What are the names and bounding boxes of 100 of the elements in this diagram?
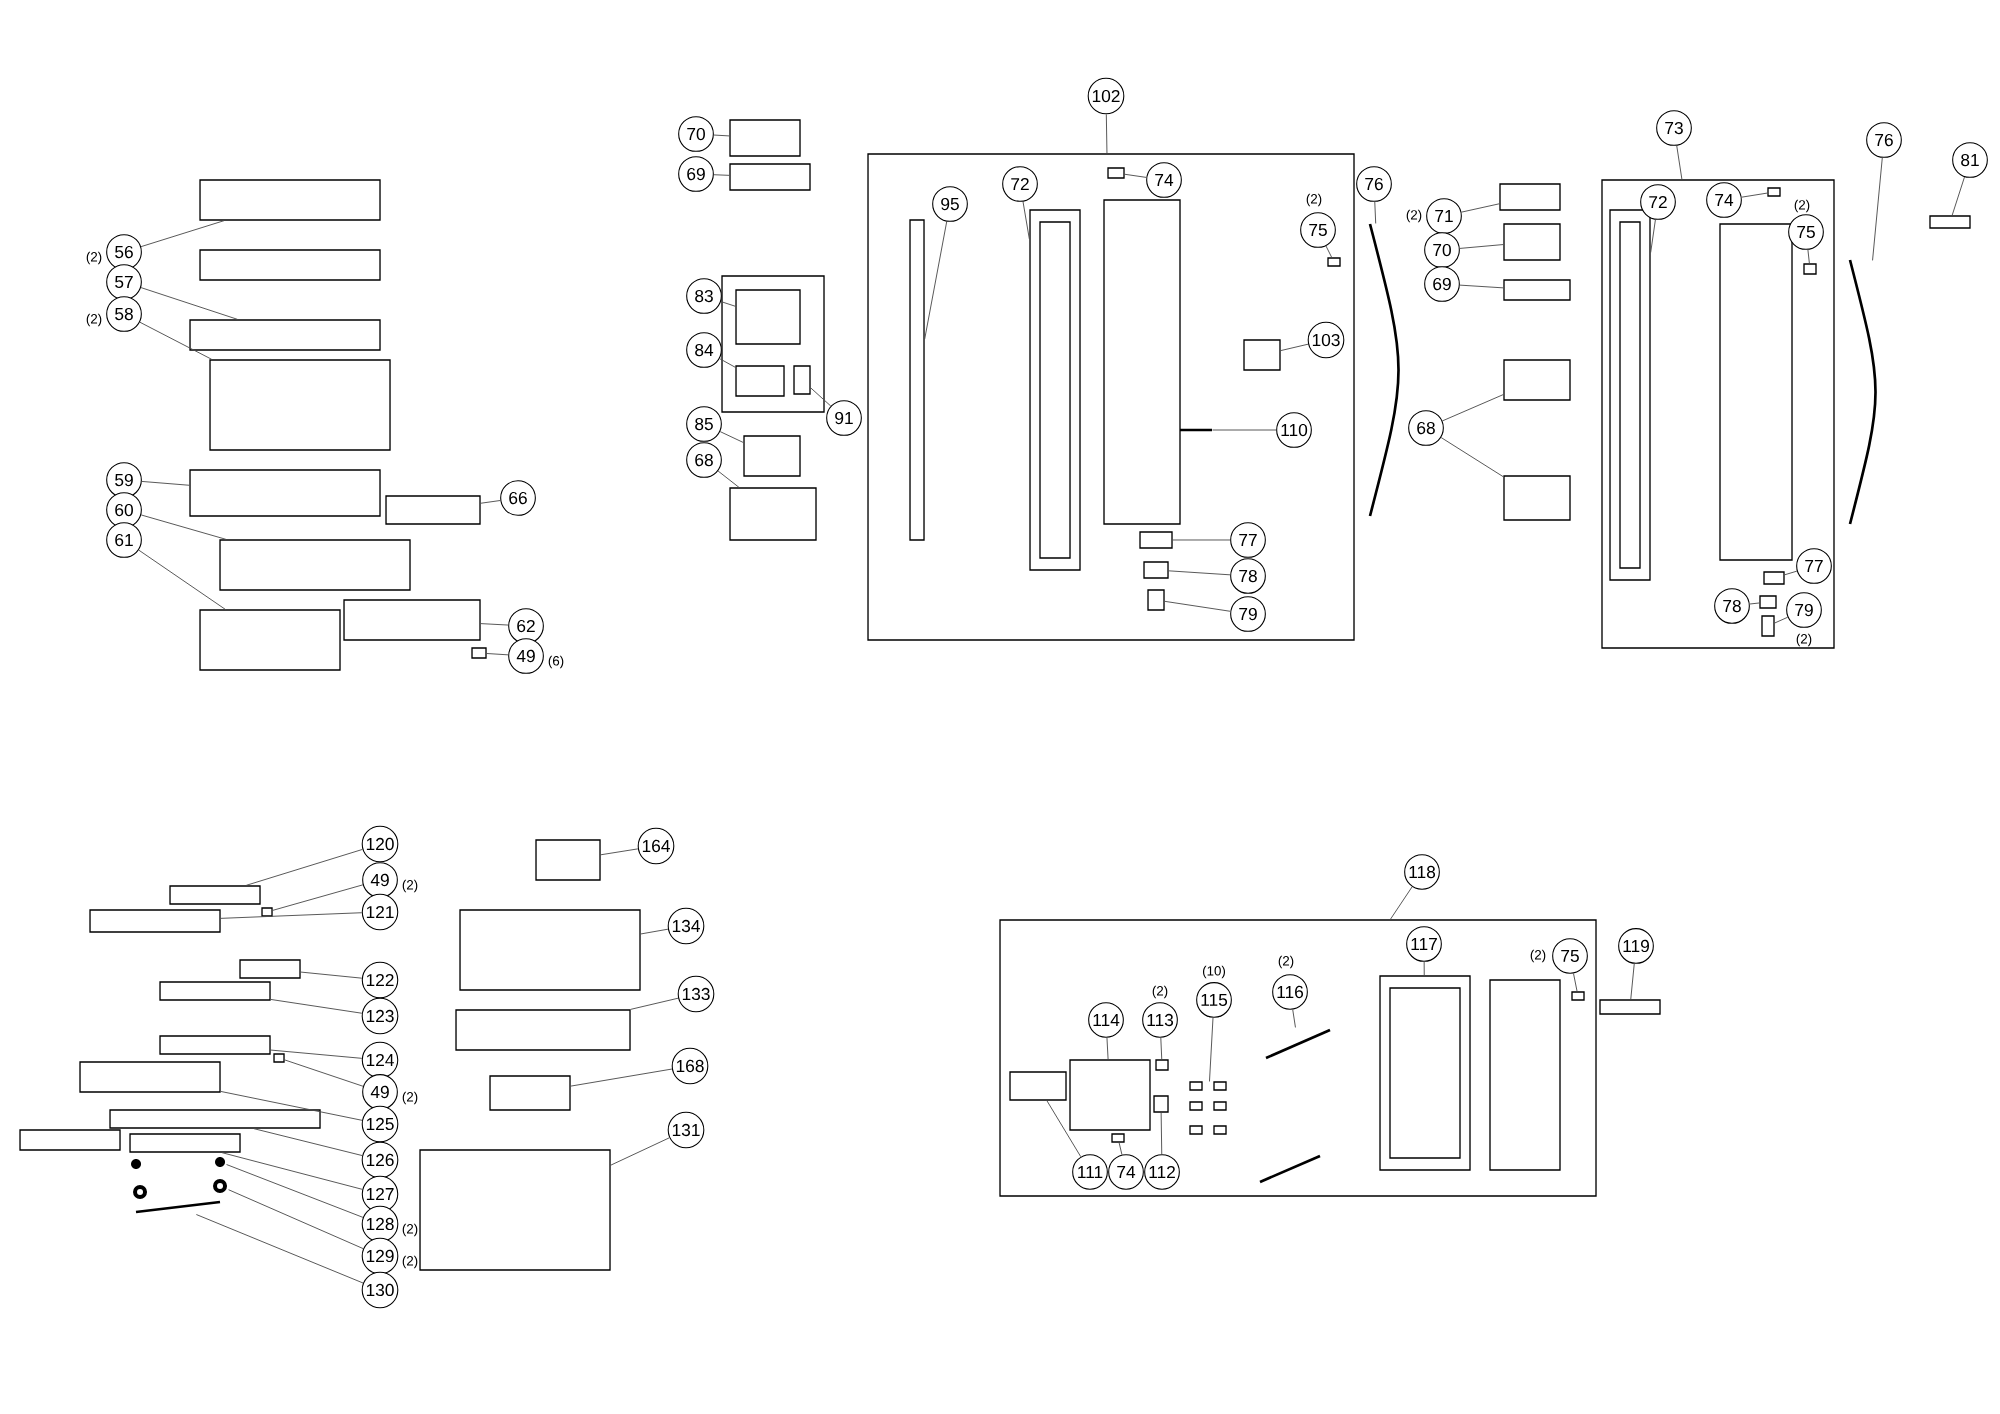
callout-number: 75: [1552, 938, 1588, 974]
callout-number: 70: [678, 116, 714, 152]
leader-line: [1440, 437, 1504, 478]
part-drawing: [1143, 561, 1169, 579]
callout-number: 74: [1706, 182, 1742, 218]
leader-line: [1022, 201, 1030, 240]
leader-line: [272, 884, 364, 911]
callout-number: 125: [361, 1105, 399, 1143]
callout-number: 115: [1196, 982, 1232, 1018]
part-drawing: [19, 1129, 121, 1151]
leader-line: [226, 1164, 364, 1218]
leader-line: [1160, 1112, 1163, 1155]
callout-number: 91: [826, 400, 862, 436]
part-drawing: [1153, 1095, 1169, 1113]
part-drawing: [199, 249, 381, 281]
callout-number: 78: [1230, 558, 1266, 594]
leader-line: [713, 134, 730, 137]
part-drawing: [209, 359, 391, 451]
callout-number: 75: [1788, 214, 1824, 250]
callout-number: 85: [686, 406, 722, 442]
leader-line: [570, 1068, 673, 1087]
callout-number: 111: [1072, 1154, 1108, 1190]
callout-number: 76: [1356, 166, 1392, 202]
callout-number: 66: [500, 480, 536, 516]
leader-line: [220, 1090, 363, 1121]
leader-line: [300, 971, 363, 979]
part-drawing: [79, 1061, 221, 1093]
part-drawing: [1503, 475, 1571, 521]
part-drawing: [1719, 223, 1793, 561]
part-drawing: [169, 885, 261, 905]
leader-line: [284, 1059, 364, 1087]
part-drawing: [89, 909, 221, 933]
part-drawing: [213, 1179, 227, 1193]
callout-number: 117: [1406, 926, 1442, 962]
leader-line: [1459, 244, 1504, 249]
part-drawing: [459, 909, 641, 991]
frame-box: [721, 275, 825, 413]
part-drawing: [133, 1185, 147, 1199]
leader-line: [139, 321, 213, 360]
leader-line: [1172, 539, 1231, 541]
part-drawing: [729, 119, 801, 157]
part-drawing: [189, 319, 381, 351]
leader-line: [1951, 176, 1965, 216]
leader-line: [1124, 173, 1147, 178]
part-drawing: [1265, 1028, 1331, 1060]
part-drawing: [1599, 999, 1661, 1015]
callout-number: 129: [361, 1237, 399, 1275]
part-drawing: [419, 1149, 611, 1271]
part-drawing: [1327, 257, 1341, 267]
callout-number: 79: [1230, 596, 1266, 632]
leader-line: [220, 912, 363, 919]
part-drawing: [1147, 589, 1165, 611]
leader-line: [1209, 1017, 1214, 1082]
part-drawing: [1503, 279, 1571, 301]
part-drawing: [239, 959, 301, 979]
callout-number: 103: [1307, 321, 1345, 359]
leader-line: [1168, 570, 1231, 576]
part-drawing: [1763, 571, 1785, 585]
part-drawing: [215, 1157, 225, 1167]
part-drawing: [1929, 215, 1971, 229]
leader-line: [1212, 429, 1277, 431]
callout-number: 75: [1300, 212, 1336, 248]
callout-number: 95: [932, 186, 968, 222]
part-drawing: [1139, 531, 1173, 549]
callout-number: 70: [1424, 232, 1460, 268]
callout-number: 130: [361, 1271, 399, 1309]
part-drawing: [1155, 1059, 1169, 1071]
part-drawing: [273, 1053, 285, 1063]
part-drawing: [1759, 595, 1777, 609]
leader-line: [1459, 284, 1504, 289]
callout-number: 77: [1796, 548, 1832, 584]
leader-line: [1105, 113, 1108, 154]
leader-line: [270, 1049, 363, 1059]
part-drawing: [385, 495, 481, 525]
callout-number: 81: [1952, 142, 1988, 178]
leader-line: [1389, 886, 1413, 920]
part-drawing: [1069, 1059, 1151, 1131]
part-drawing: [109, 1109, 321, 1129]
leader-line: [1046, 1100, 1082, 1158]
leader-line: [140, 287, 238, 320]
leader-line: [640, 928, 669, 935]
callout-number: 118: [1404, 854, 1440, 890]
leader-line: [1374, 201, 1377, 224]
leader-line: [1741, 192, 1768, 198]
callout-number: 78: [1714, 588, 1750, 624]
leader-line: [1164, 600, 1231, 612]
part-drawing: [199, 179, 381, 221]
part-drawing: [1103, 199, 1181, 525]
leader-line: [1461, 203, 1500, 213]
callout-number: 133: [677, 975, 715, 1013]
leader-line: [1749, 602, 1760, 605]
leader-line: [140, 220, 225, 248]
part-drawing: [1243, 339, 1281, 371]
leader-line: [1676, 145, 1683, 180]
callout-number: 76: [1866, 122, 1902, 158]
leader-line: [1292, 1009, 1296, 1028]
part-drawing: [1489, 979, 1561, 1171]
leader-line: [924, 221, 948, 340]
callout-number: 124: [361, 1041, 399, 1079]
callout-number: 49: [362, 1074, 398, 1110]
